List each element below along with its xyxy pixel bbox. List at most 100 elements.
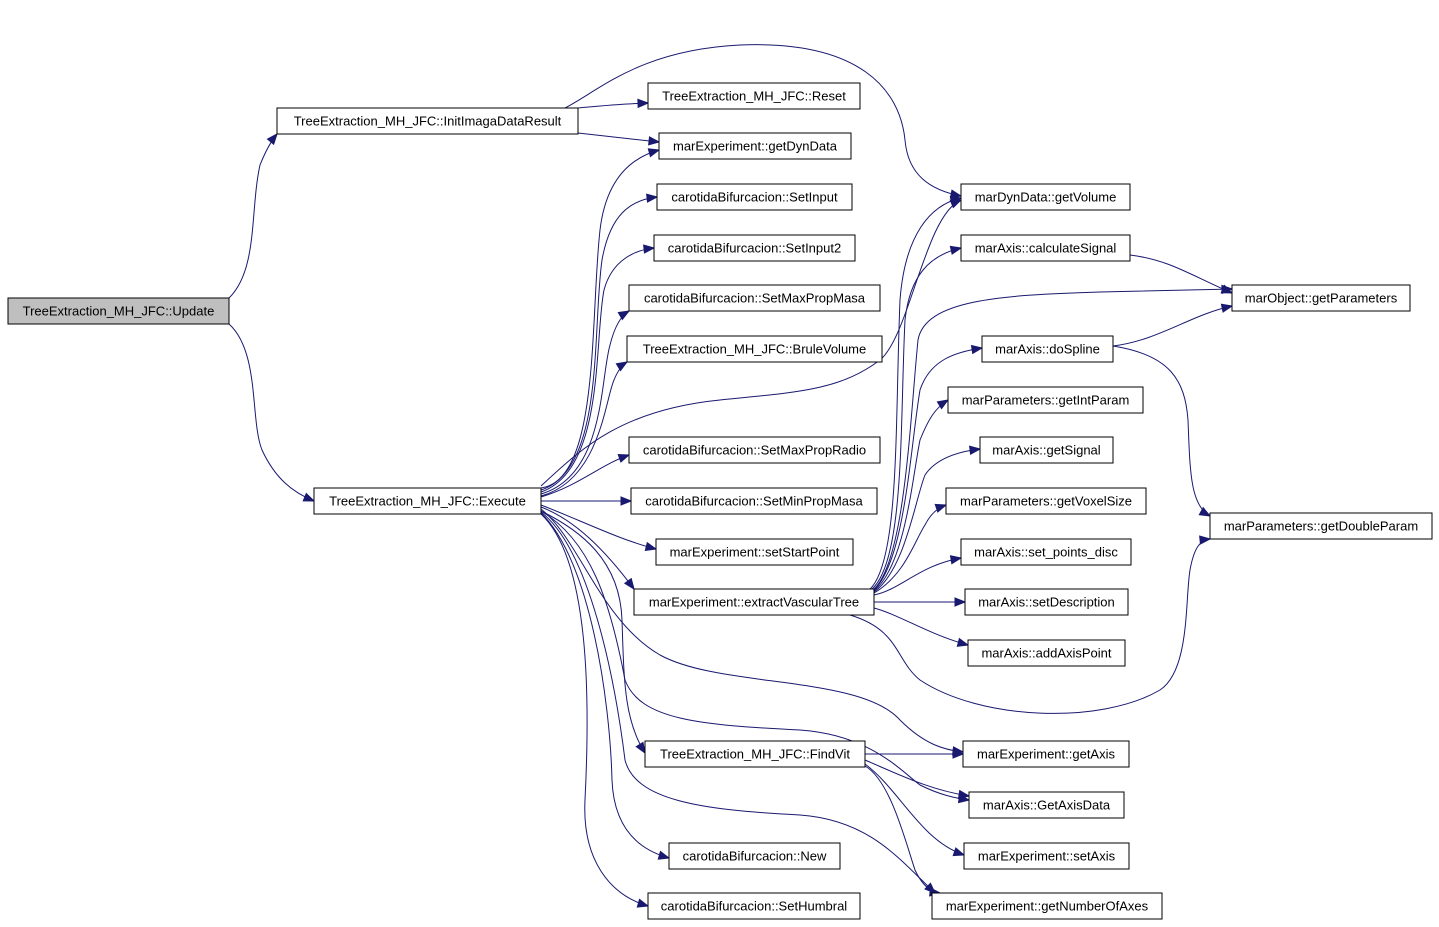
- edge-dospline-to-getparameters: [1112, 303, 1234, 347]
- edge-line: [540, 247, 655, 493]
- node-label: marAxis::setDescription: [978, 595, 1115, 610]
- node-getvoxelsize[interactable]: marParameters::getVoxelSize: [945, 487, 1147, 515]
- node-setminpropmasa[interactable]: carotidaBifurcacion::SetMinPropMasa: [630, 487, 878, 515]
- node-new[interactable]: carotidaBifurcacion::New: [668, 842, 841, 870]
- node-label: marExperiment::setAxis: [978, 849, 1116, 864]
- node-getsignal[interactable]: marAxis::getSignal: [979, 436, 1114, 464]
- node-getdyndata[interactable]: marExperiment::getDynData: [658, 132, 852, 160]
- node-label: marExperiment::getDynData: [673, 139, 838, 154]
- node-setstartpoint[interactable]: marExperiment::setStartPoint: [655, 538, 854, 566]
- edge-extractvasculartree-to-getvolume: [869, 195, 963, 590]
- node-label: marAxis::GetAxisData: [983, 798, 1111, 813]
- edges-layer: [228, 44, 1234, 908]
- edge-update-to-execute: [228, 323, 316, 502]
- edge-execute-to-getnumberofaxes: [540, 511, 936, 894]
- node-box: [628, 436, 881, 464]
- node-getintparam[interactable]: marParameters::getIntParam: [947, 386, 1144, 414]
- node-label: marAxis::calculateSignal: [975, 241, 1117, 256]
- node-setinput2[interactable]: carotidaBifurcacion::SetInput2: [653, 234, 856, 262]
- arrowhead: [956, 637, 970, 647]
- arrowhead: [954, 597, 967, 607]
- node-label: marParameters::getDoubleParam: [1224, 519, 1418, 534]
- edge-findvit-to-getnumberofaxes: [864, 765, 942, 897]
- node-box: [945, 487, 1147, 515]
- node-setdescription[interactable]: marAxis::setDescription: [964, 588, 1129, 616]
- node-extractvasculartree[interactable]: marExperiment::extractVascularTree: [633, 588, 875, 616]
- node-calculatesignal[interactable]: marAxis::calculateSignal: [960, 234, 1131, 262]
- node-label: carotidaBifurcacion::SetMaxPropMasa: [644, 291, 866, 306]
- node-box: [647, 892, 861, 920]
- edge-line: [873, 448, 981, 593]
- arrowhead: [1220, 284, 1234, 294]
- node-setinput[interactable]: carotidaBifurcacion::SetInput: [656, 183, 853, 211]
- edge-line: [540, 506, 635, 590]
- edge-extractvasculartree-to-getvoxelsize: [873, 503, 948, 594]
- node-box: [967, 639, 1126, 667]
- node-box: [968, 791, 1125, 819]
- edge-line: [873, 607, 969, 646]
- arrowhead: [623, 577, 635, 591]
- node-brulevolume[interactable]: TreeExtraction_MH_JFC::BruleVolume: [626, 335, 883, 363]
- edge-line: [873, 399, 949, 592]
- node-setmaxpropmasa[interactable]: carotidaBifurcacion::SetMaxPropMasa: [628, 284, 881, 312]
- arrowhead: [648, 136, 661, 146]
- arrowhead: [636, 898, 650, 908]
- node-box: [947, 386, 1144, 414]
- node-addaxispoint[interactable]: marAxis::addAxisPoint: [967, 639, 1126, 667]
- arrowhead: [936, 399, 950, 410]
- node-setaxis[interactable]: marExperiment::setAxis: [963, 842, 1130, 870]
- node-getvolume[interactable]: marDynData::getVolume: [960, 183, 1131, 211]
- edge-line: [564, 44, 962, 197]
- edge-line: [864, 763, 965, 856]
- edge-line: [1112, 305, 1233, 347]
- node-label: marDynData::getVolume: [975, 190, 1117, 205]
- node-box: [276, 107, 579, 135]
- node-box: [647, 82, 861, 110]
- node-box: [963, 842, 1130, 870]
- node-findvit[interactable]: TreeExtraction_MH_JFC::FindVit: [644, 740, 866, 768]
- edge-line: [540, 510, 646, 754]
- edge-execute-to-sethumbral: [540, 513, 650, 908]
- edge-initimaga-to-getvolume: [564, 44, 963, 199]
- edge-execute-to-extractvasculartree: [540, 506, 635, 591]
- node-box: [633, 588, 875, 616]
- node-box: [960, 183, 1131, 211]
- edge-line: [849, 538, 1211, 714]
- arrowhead: [635, 741, 646, 755]
- arrowhead: [620, 496, 633, 506]
- edge-initimaga-to-reset: [577, 98, 650, 109]
- node-box: [630, 487, 878, 515]
- node-getaxis[interactable]: marExperiment::getAxis: [962, 740, 1130, 768]
- edge-findvit-to-getaxisdata: [864, 759, 971, 800]
- edge-extractvasculartree-to-addaxispoint: [873, 607, 970, 647]
- node-box: [656, 183, 853, 211]
- node-label: carotidaBifurcacion::SetMinPropMasa: [645, 494, 863, 509]
- node-getaxisdata[interactable]: marAxis::GetAxisData: [968, 791, 1125, 819]
- edge-line: [540, 361, 628, 497]
- node-getnumberofaxes[interactable]: marExperiment::getNumberOfAxes: [931, 892, 1163, 920]
- node-box: [964, 588, 1129, 616]
- edge-line: [540, 511, 936, 894]
- arrowhead: [949, 555, 963, 565]
- node-sethumbral[interactable]: carotidaBifurcacion::SetHumbral: [647, 892, 861, 920]
- node-label: carotidaBifurcacion::SetMaxPropRadio: [643, 443, 866, 458]
- edge-calculatesignal-to-getparameters: [1129, 254, 1234, 294]
- edge-execute-to-setmaxpropmasa: [540, 310, 631, 495]
- edge-line: [869, 197, 962, 590]
- arrowhead: [952, 749, 965, 759]
- node-reset[interactable]: TreeExtraction_MH_JFC::Reset: [647, 82, 861, 110]
- node-update[interactable]: TreeExtraction_MH_JFC::Update: [7, 297, 230, 325]
- node-box: [668, 842, 841, 870]
- arrowhead: [949, 245, 963, 255]
- arrowhead: [1199, 535, 1212, 545]
- node-setpointsdisc[interactable]: marAxis::set_points_disc: [960, 538, 1132, 566]
- node-execute[interactable]: TreeExtraction_MH_JFC::Execute: [313, 487, 542, 515]
- edge-line: [873, 288, 1233, 590]
- node-getparameters[interactable]: marObject::getParameters: [1231, 284, 1411, 312]
- node-setmaxpropradio[interactable]: carotidaBifurcacion::SetMaxPropRadio: [628, 436, 881, 464]
- node-box: [653, 234, 856, 262]
- edge-line: [540, 196, 658, 491]
- node-dospline[interactable]: marAxis::doSpline: [981, 335, 1114, 363]
- node-getdoubleparam[interactable]: marParameters::getDoubleParam: [1209, 512, 1433, 540]
- node-initimaga[interactable]: TreeExtraction_MH_JFC::InitImagaDataResu…: [276, 107, 579, 135]
